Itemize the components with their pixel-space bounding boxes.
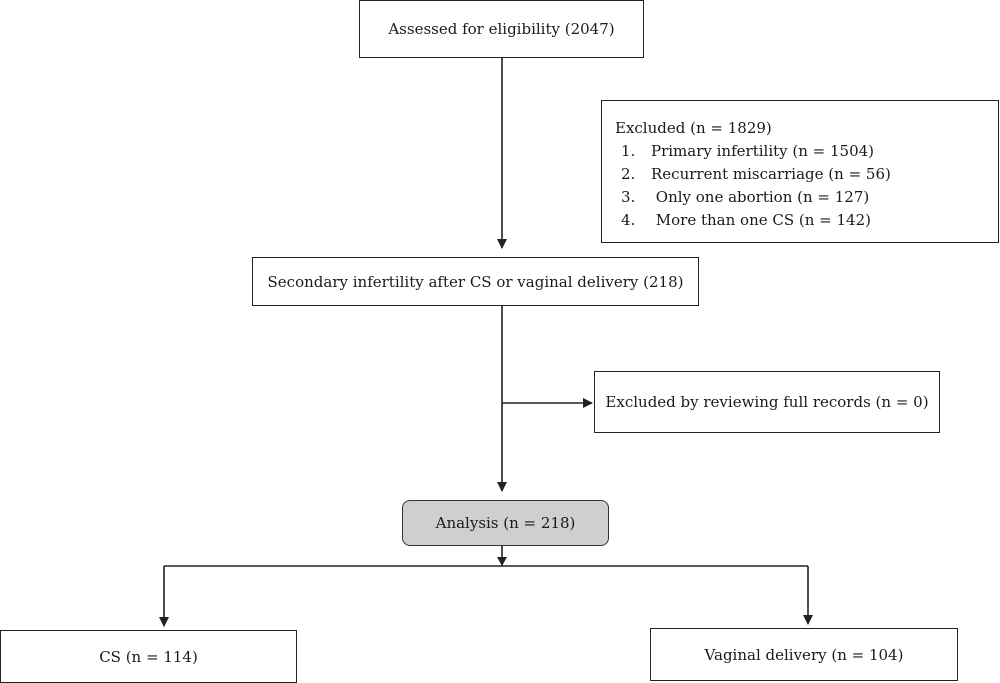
excluded-item-text: Primary infertility (n = 1504) [651, 142, 875, 160]
arrowhead-analysis-split [497, 557, 507, 566]
excluded-item-number: 4. [621, 211, 636, 229]
excluded-item-text: More than one CS (n = 142) [651, 211, 871, 229]
excluded-item-number: 3. [621, 188, 636, 206]
excluded-item: 4. More than one CS (n = 142) [615, 209, 998, 232]
excluded-item-text: Recurrent miscarriage (n = 56) [651, 165, 891, 183]
assessed-box: Assessed for eligibility (2047) [359, 0, 644, 58]
cs-box: CS (n = 114) [0, 630, 297, 683]
excluded-item-number: 2. [621, 165, 636, 183]
excluded-item: 2. Recurrent miscarriage (n = 56) [615, 163, 998, 186]
excluded-box: Excluded (n = 1829) 1. Primary infertili… [601, 100, 999, 243]
excluded-full-records-box: Excluded by reviewing full records (n = … [594, 371, 940, 433]
analysis-box: Analysis (n = 218) [402, 500, 609, 546]
excluded-item: 3. Only one abortion (n = 127) [615, 186, 998, 209]
secondary-infertility-box: Secondary infertility after CS or vagina… [252, 257, 699, 306]
excluded-title: Excluded (n = 1829) [615, 119, 772, 137]
excluded-list: 1. Primary infertility (n = 1504) 2. Rec… [615, 140, 998, 232]
vaginal-delivery-box: Vaginal delivery (n = 104) [650, 628, 958, 681]
excluded-item: 1. Primary infertility (n = 1504) [615, 140, 998, 163]
excluded-item-number: 1. [621, 142, 636, 160]
excluded-item-text: Only one abortion (n = 127) [651, 188, 870, 206]
